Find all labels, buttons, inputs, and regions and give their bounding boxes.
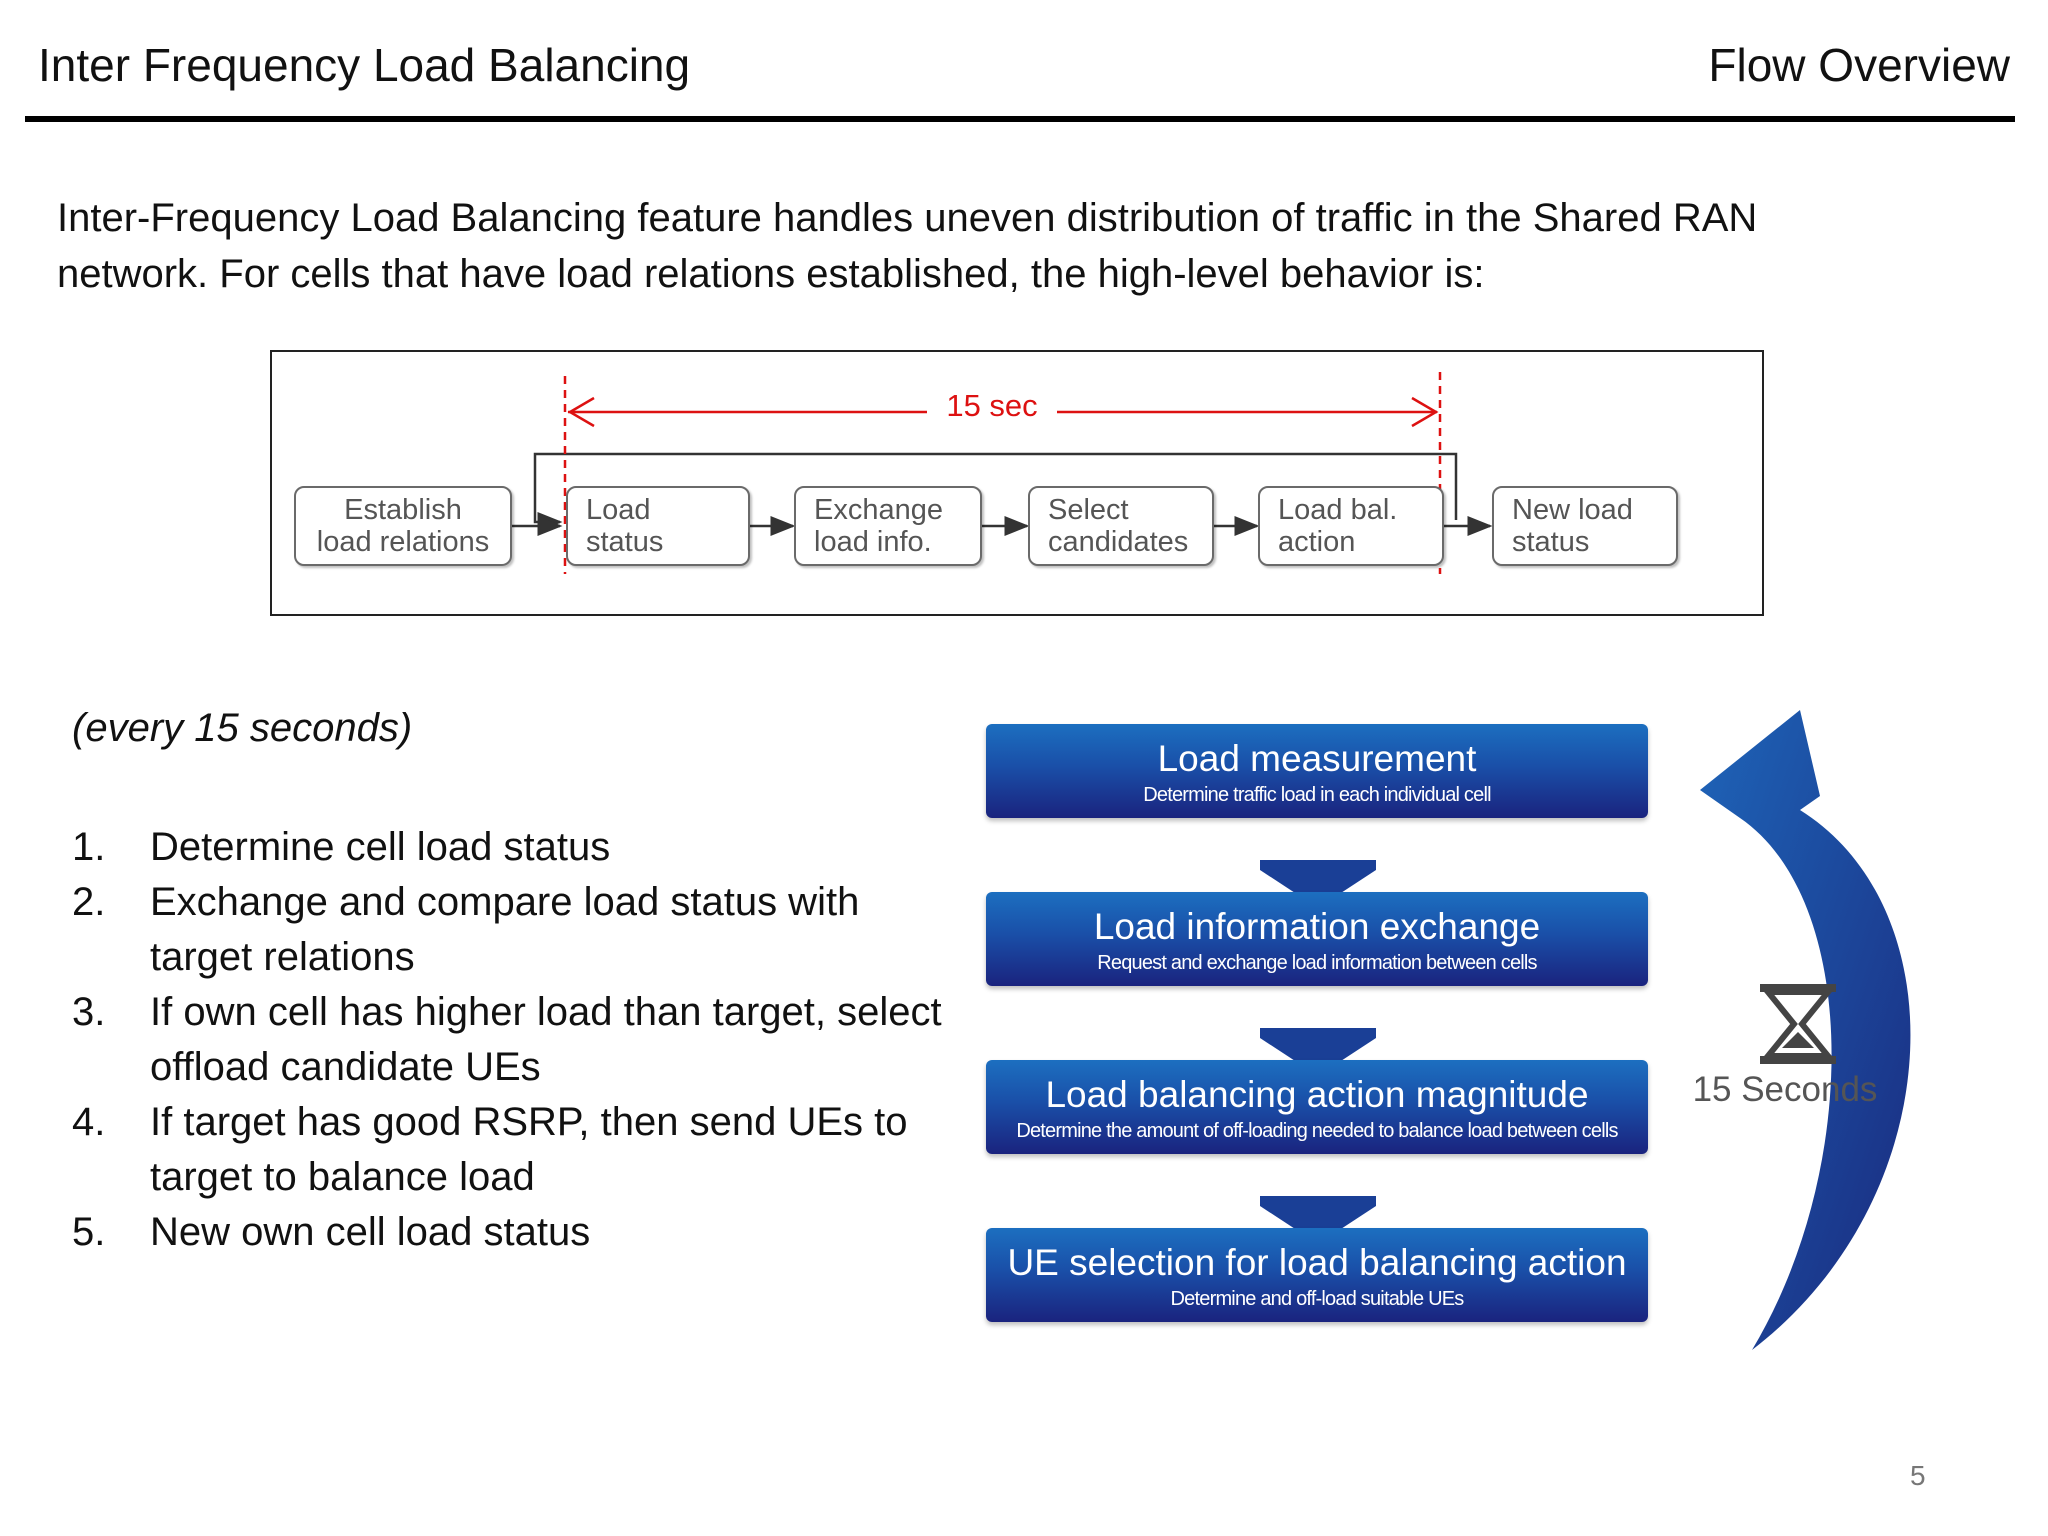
stage-ue-selection: UE selection for load balancing action D… bbox=[986, 1228, 1648, 1322]
flow-box-select: Select candidates bbox=[1028, 486, 1214, 566]
flow-box-action: Load bal. action bbox=[1258, 486, 1444, 566]
list-text: Exchange and compare load status with ta… bbox=[150, 880, 860, 979]
flow-box-establish: Establish load relations bbox=[294, 486, 512, 566]
slide-title: Inter Frequency Load Balancing bbox=[38, 39, 691, 91]
stage-action-magnitude: Load balancing action magnitude Determin… bbox=[986, 1060, 1648, 1154]
flow-diagram: 15 sec Establish load relations Load sta… bbox=[270, 350, 1764, 616]
list-text: If target has good RSRP, then send UEs t… bbox=[150, 1100, 908, 1199]
section-title: Flow Overview bbox=[1708, 39, 2010, 91]
flow-box-line: Exchange bbox=[814, 494, 943, 526]
list-item: 5. New own cell load status bbox=[72, 1205, 952, 1260]
cycle-period-label: 15 Seconds bbox=[1692, 1070, 1878, 1109]
flow-box-line: action bbox=[1278, 526, 1356, 558]
down-chevron-1 bbox=[1260, 860, 1376, 908]
flow-box-exchange: Exchange load info. bbox=[794, 486, 982, 566]
period-arrowhead-right bbox=[1411, 396, 1439, 428]
stage-load-information-exchange: Load information exchange Request and ex… bbox=[986, 892, 1648, 986]
flow-box-line: Load bbox=[586, 494, 651, 526]
stage-load-measurement: Load measurement Determine traffic load … bbox=[986, 724, 1648, 818]
flow-box-line: New load bbox=[1512, 494, 1633, 526]
flow-box-line: Select bbox=[1048, 494, 1129, 526]
stage-title: UE selection for load balancing action bbox=[1007, 1242, 1627, 1283]
flow-box-line: candidates bbox=[1048, 526, 1189, 558]
list-number: 3. bbox=[72, 990, 106, 1034]
cadence-note: (every 15 seconds) bbox=[72, 706, 413, 750]
flow-box-new-status: New load status bbox=[1492, 486, 1678, 566]
list-number: 5. bbox=[72, 1210, 106, 1254]
list-item: 3. If own cell has higher load than targe… bbox=[72, 985, 952, 1095]
flow-box-line: load info. bbox=[814, 526, 932, 558]
stage-title: Load information exchange bbox=[1093, 906, 1541, 947]
down-chevron-2 bbox=[1260, 1028, 1376, 1076]
period-label: 15 sec bbox=[927, 388, 1057, 424]
flow-box-line: load relations bbox=[316, 526, 490, 558]
cycle-graphic-shapes bbox=[1260, 710, 1911, 1350]
stage-subtitle: Determine and off-load suitable UEs bbox=[1170, 1288, 1465, 1310]
load-balancing-cycle-graphic: Load measurement Determine traffic load … bbox=[980, 700, 2020, 1360]
stage-title: Load measurement bbox=[1157, 738, 1477, 779]
period-arrowhead-left bbox=[567, 396, 595, 428]
list-number: 2. bbox=[72, 880, 106, 924]
flow-box-load-status: Load status bbox=[566, 486, 750, 566]
flow-box-line: Establish bbox=[344, 494, 462, 526]
down-chevron-3 bbox=[1260, 1196, 1376, 1244]
flow-box-line: Load bal. bbox=[1278, 494, 1398, 526]
page-number: 5 bbox=[1910, 1460, 1926, 1491]
flow-box-line: status bbox=[586, 526, 664, 558]
cycle-arrow-icon bbox=[1700, 710, 1911, 1350]
list-text: If own cell has higher load than target,… bbox=[150, 990, 942, 1089]
stage-subtitle: Determine the amount of off-loading need… bbox=[1016, 1120, 1618, 1142]
header-divider bbox=[25, 116, 2015, 122]
list-text: New own cell load status bbox=[150, 1210, 591, 1254]
intro-paragraph: Inter-Frequency Load Balancing feature h… bbox=[57, 196, 1758, 296]
hourglass-icon bbox=[1760, 984, 1836, 1064]
list-item: 1. Determine cell load status bbox=[72, 820, 952, 875]
stage-subtitle: Request and exchange load information be… bbox=[1097, 952, 1537, 974]
list-number: 4. bbox=[72, 1100, 106, 1144]
step-list: 1. Determine cell load status 2. Exchange … bbox=[72, 820, 952, 1260]
list-item: 4. If target has good RSRP, then send UEs… bbox=[72, 1095, 952, 1205]
flow-diagram-connectors bbox=[494, 372, 1493, 574]
flow-box-line: status bbox=[1512, 526, 1590, 558]
list-item: 2. Exchange and compare load status with … bbox=[72, 875, 952, 985]
list-number: 1. bbox=[72, 825, 106, 869]
list-text: Determine cell load status bbox=[150, 825, 611, 869]
stage-title: Load balancing action magnitude bbox=[1045, 1074, 1589, 1115]
stage-subtitle: Determine traffic load in each individua… bbox=[1143, 784, 1491, 806]
